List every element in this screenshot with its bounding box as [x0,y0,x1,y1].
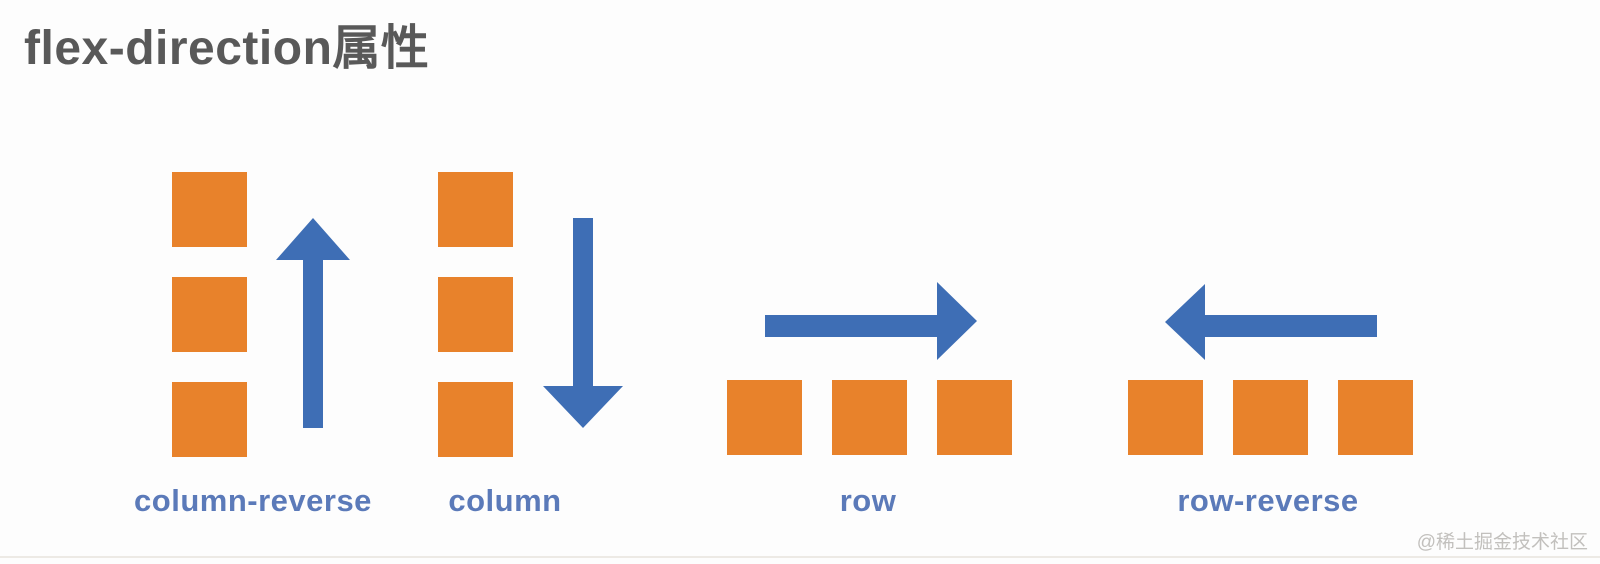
bottom-divider [0,556,1600,558]
flex-item-square [832,380,907,455]
flex-item-square [172,172,247,247]
label-column: column [448,483,562,518]
flex-item-square [172,382,247,457]
right-arrow-shape [765,282,977,360]
flex-item-square [438,172,513,247]
label-row: row [839,483,897,518]
flex-item-square [172,277,247,352]
up-arrow-shape [276,218,350,428]
down-arrow-icon [543,218,623,428]
up-arrow-icon [276,218,350,428]
flex-item-square [1128,380,1203,455]
label-row-reverse: row-reverse [1177,483,1359,518]
flex-item-square [937,380,1012,455]
flex-item-square [438,382,513,457]
left-arrow-icon [1165,284,1377,360]
page-title: flex-direction属性 [24,22,430,75]
right-arrow-icon [765,282,977,360]
flex-item-square [1233,380,1308,455]
flex-item-square [1338,380,1413,455]
left-arrow-shape [1165,284,1377,360]
flex-item-square [727,380,802,455]
flex-item-square [438,277,513,352]
label-column-reverse: column-reverse [134,483,372,518]
down-arrow-shape [543,218,623,428]
watermark: @稀土掘金技术社区 [1416,532,1588,553]
